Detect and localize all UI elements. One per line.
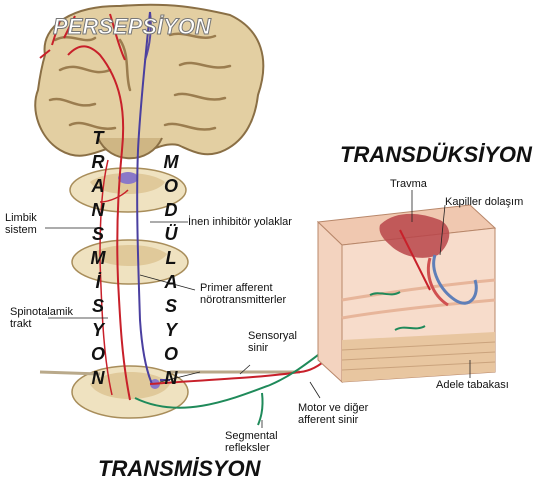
- title-transmission: TRANSMİSYON: [98, 456, 261, 482]
- label-capillary-circulation: Kapiller dolaşım: [445, 196, 523, 208]
- label-trauma: Travma: [390, 178, 427, 190]
- vertical-modulation: M O D Ü L A S Y O N: [163, 150, 179, 390]
- tissue-block: [318, 205, 495, 382]
- vertical-transmission: T R A N S M İ S Y O N: [90, 126, 106, 390]
- title-perception: PERSEPSİYON: [53, 14, 211, 40]
- label-muscle-layer: Adele tabakası: [436, 379, 509, 391]
- label-descending-inhibitory: İnen inhibitör yolaklar: [188, 216, 292, 228]
- title-transduction: TRANSDÜKSİYON: [340, 142, 532, 168]
